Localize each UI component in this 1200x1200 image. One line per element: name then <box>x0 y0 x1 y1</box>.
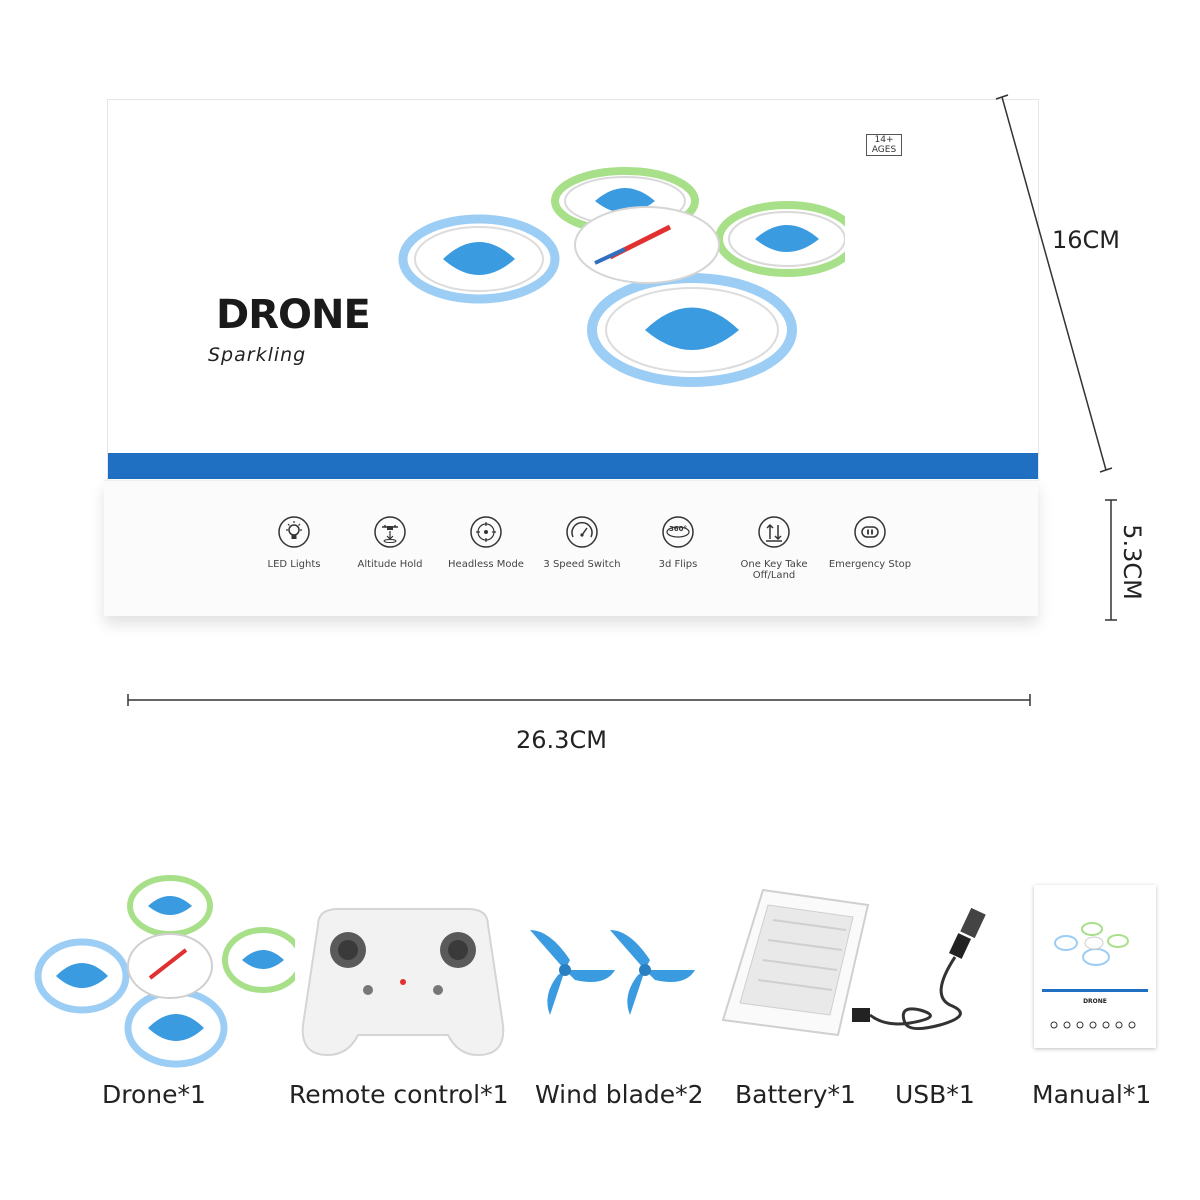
headless-icon <box>470 516 502 548</box>
feature-speed-switch: 3 Speed Switch <box>534 515 630 570</box>
feature-3d-flips: 360° 3d Flips <box>630 515 726 570</box>
box-brand-title: DRONE <box>216 292 371 338</box>
drone-item-image <box>34 875 295 1068</box>
bulb-icon <box>278 516 310 548</box>
width-dimension-label: 26.3CM <box>516 726 607 754</box>
box-blue-stripe <box>108 453 1038 479</box>
feature-label: Emergency Stop <box>828 559 912 570</box>
feature-led-lights: LED Lights <box>246 515 342 570</box>
dimension-lines <box>127 94 1117 706</box>
box-drone-image <box>398 167 845 387</box>
manual-cover-art: DRONE <box>1042 922 1148 1029</box>
wind-blade-image <box>530 930 695 1015</box>
item-label-battery: Battery*1 <box>735 1080 856 1109</box>
item-label-drone: Drone*1 <box>102 1080 206 1109</box>
feature-one-key-takeoff: One Key Take Off/Land <box>726 515 822 581</box>
feature-emergency-stop: Emergency Stop <box>822 515 918 570</box>
feature-altitude-hold: Altitude Hold <box>342 515 438 570</box>
height-dimension-label: 5.3CM <box>1117 524 1146 600</box>
takeoff-land-icon <box>758 516 790 548</box>
altitude-icon <box>374 516 406 548</box>
stop-icon <box>854 516 886 548</box>
speedometer-icon <box>566 516 598 548</box>
feature-label: Headless Mode <box>448 559 524 570</box>
feature-label: LED Lights <box>267 559 321 570</box>
box-front-panel <box>104 480 1038 616</box>
battery-image <box>721 888 870 1037</box>
feature-headless-mode: Headless Mode <box>438 515 534 570</box>
item-label-usb: USB*1 <box>895 1080 975 1109</box>
item-label-manual: Manual*1 <box>1032 1080 1152 1109</box>
depth-dimension-label: 16CM <box>1052 226 1121 254</box>
flip-360-icon: 360° <box>662 516 694 548</box>
item-label-wind-blade: Wind blade*2 <box>535 1080 704 1109</box>
feature-label: 3d Flips <box>658 559 698 570</box>
item-label-remote-control: Remote control*1 <box>289 1080 509 1109</box>
manual-brand-text: DRONE <box>1083 998 1107 1005</box>
feature-label: Altitude Hold <box>357 559 423 570</box>
feature-label: 3 Speed Switch <box>543 559 621 570</box>
flip-360-text: 360° <box>669 525 687 533</box>
remote-control-image <box>301 908 505 1057</box>
age-badge: 14+ AGES <box>866 134 902 156</box>
box-top-panel <box>108 100 1038 480</box>
box-subtitle: Sparkling <box>208 344 307 366</box>
manual-image: DRONE <box>1034 885 1156 1048</box>
usb-cable-image <box>852 907 986 1030</box>
feature-label: One Key Take Off/Land <box>740 559 808 581</box>
